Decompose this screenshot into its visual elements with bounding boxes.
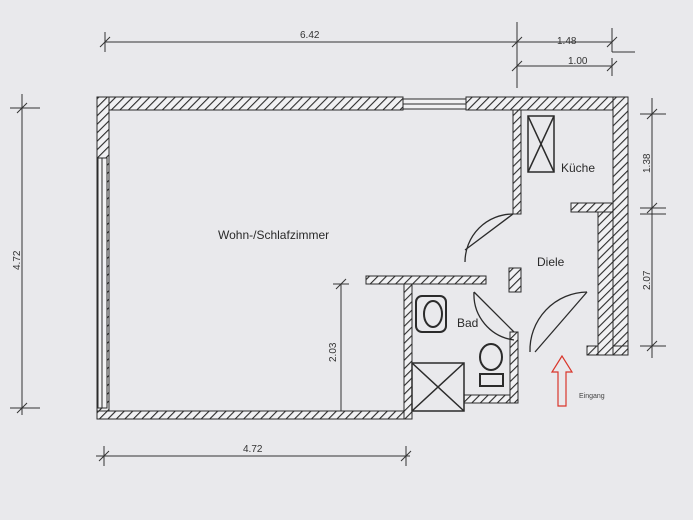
dim-right-lower: 2.07	[642, 270, 653, 290]
toilet	[479, 343, 504, 387]
room-label-living: Wohn-/Schlafzimmer	[218, 228, 329, 242]
doors	[464, 213, 588, 353]
dim-inner-height: 2.03	[328, 342, 339, 362]
dim-right-upper: 1.38	[642, 153, 653, 173]
dim-top-right-outer: 1.48	[557, 36, 577, 47]
dim-left-height: 4.72	[12, 250, 23, 270]
window-top	[402, 98, 467, 110]
sink	[415, 295, 447, 333]
dimension-lines	[10, 22, 666, 466]
kitchen-cabinet	[527, 115, 555, 173]
dim-top-right-inner: 1.00	[568, 56, 588, 67]
entrance-label: Eingang	[579, 393, 605, 400]
room-label-hall: Diele	[537, 255, 565, 269]
room-label-kitchen: Küche	[561, 161, 595, 175]
room-label-bath: Bad	[457, 316, 478, 330]
dim-bottom-width: 4.72	[243, 444, 263, 455]
shower-tray	[411, 362, 465, 412]
entrance-arrow	[550, 354, 574, 407]
window-left	[97, 157, 108, 409]
dim-top-total: 6.42	[300, 30, 320, 41]
